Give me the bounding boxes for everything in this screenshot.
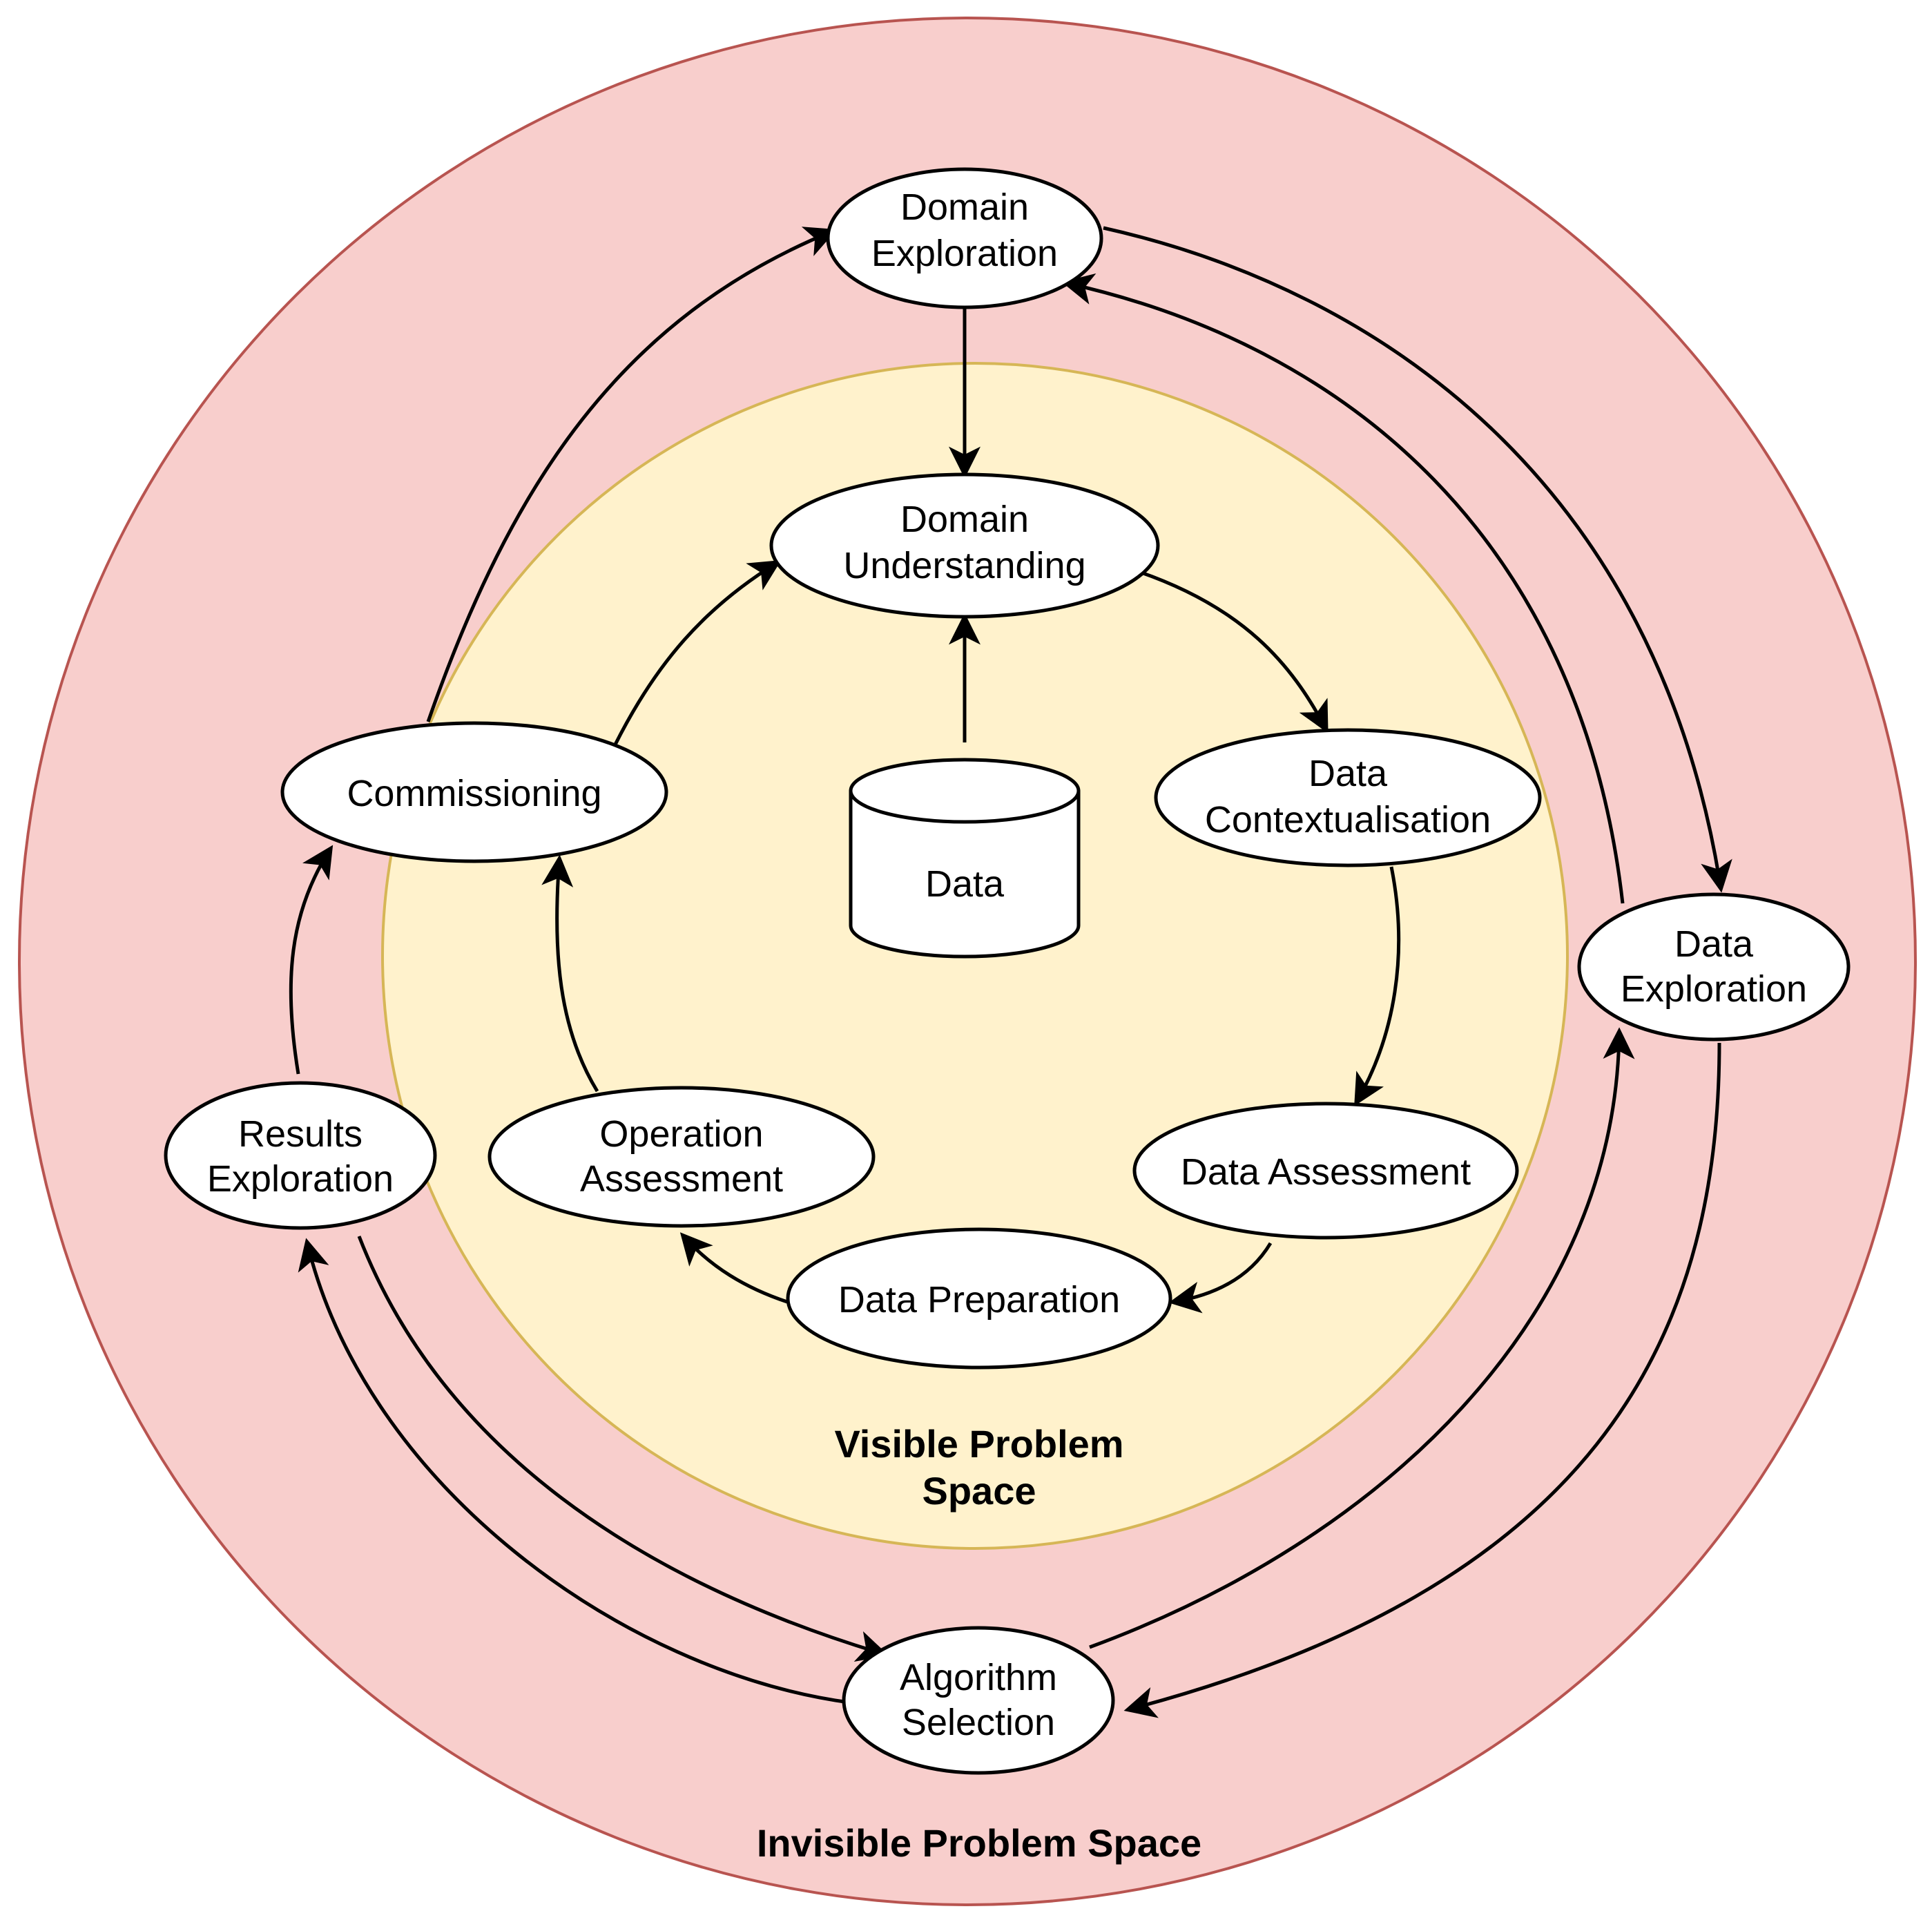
node-data-contextualisation-label-1: Data bbox=[1308, 753, 1388, 794]
edges bbox=[289, 226, 1732, 1718]
node-domain-understanding[interactable] bbox=[769, 472, 1160, 619]
visible-zone-label-line2: Space bbox=[922, 1469, 1036, 1513]
node-results-exploration-label-1: Results bbox=[238, 1113, 363, 1155]
node-algorithm-selection[interactable] bbox=[842, 1626, 1115, 1775]
edge-domain-understanding-to-data-contextualisation bbox=[1139, 570, 1329, 733]
node-domain-exploration-label-1: Domain bbox=[900, 186, 1029, 228]
node-data-contextualisation[interactable] bbox=[1154, 728, 1542, 867]
edge-algorithm-selection-to-results-exploration bbox=[298, 1238, 850, 1705]
node-data-exploration-label-1: Data bbox=[1674, 923, 1754, 965]
node-data-preparation[interactable] bbox=[786, 1227, 1172, 1370]
node-results-exploration[interactable] bbox=[164, 1081, 437, 1230]
node-domain-understanding-label-1: Domain bbox=[900, 499, 1029, 540]
node-data-assessment[interactable] bbox=[1132, 1102, 1519, 1240]
edge-data-contextualisation-to-data-assessment bbox=[1354, 866, 1401, 1106]
edge-domain-exploration-to-data-exploration bbox=[1103, 226, 1732, 893]
node-commissioning[interactable] bbox=[280, 721, 668, 863]
data-store-cylinder[interactable]: Data bbox=[849, 758, 1081, 959]
edge-results-exploration-to-commissioning bbox=[289, 845, 334, 1075]
invisible-zone-label: Invisible Problem Space bbox=[757, 1821, 1201, 1865]
node-algorithm-selection-label-1: Algorithm bbox=[900, 1657, 1057, 1698]
edge-algorithm-selection-to-data-exploration bbox=[1089, 1027, 1635, 1649]
edge-commissioning-to-domain-exploration bbox=[426, 227, 838, 722]
node-domain-exploration-label-2: Exploration bbox=[871, 233, 1058, 274]
edge-data-exploration-to-domain-exploration bbox=[1061, 273, 1625, 904]
edge-results-exploration-to-algorithm-selection bbox=[357, 1236, 889, 1662]
node-commissioning-label: Commissioning bbox=[347, 773, 601, 814]
node-data-contextualisation-label-2: Contextualisation bbox=[1205, 799, 1491, 841]
node-operation-assessment[interactable] bbox=[487, 1086, 876, 1228]
node-results-exploration-label-2: Exploration bbox=[207, 1158, 394, 1200]
edge-commissioning-to-domain-understanding bbox=[612, 559, 782, 747]
edge-data-preparation-to-operation-assessment bbox=[679, 1232, 788, 1304]
node-operation-assessment-label-1: Operation bbox=[599, 1113, 763, 1155]
visible-zone-label-line1: Visible Problem bbox=[834, 1422, 1123, 1466]
edge-operation-assessment-to-commissioning bbox=[541, 854, 599, 1093]
edge-data-exploration-to-algorithm-selection bbox=[1123, 1042, 1721, 1718]
data-store-label: Data bbox=[925, 863, 1005, 905]
node-algorithm-selection-label-2: Selection bbox=[902, 1702, 1055, 1743]
node-data-exploration-label-2: Exploration bbox=[1621, 968, 1807, 1010]
edge-data-assessment-to-data-preparation bbox=[1168, 1242, 1273, 1314]
node-domain-understanding-label-2: Understanding bbox=[843, 545, 1085, 586]
node-operation-assessment-label-2: Assessment bbox=[580, 1158, 783, 1200]
node-data-exploration[interactable] bbox=[1577, 892, 1851, 1041]
node-data-preparation-label: Data Preparation bbox=[838, 1279, 1120, 1321]
node-domain-exploration[interactable] bbox=[826, 167, 1103, 309]
node-data-assessment-label: Data Assessment bbox=[1181, 1151, 1471, 1193]
